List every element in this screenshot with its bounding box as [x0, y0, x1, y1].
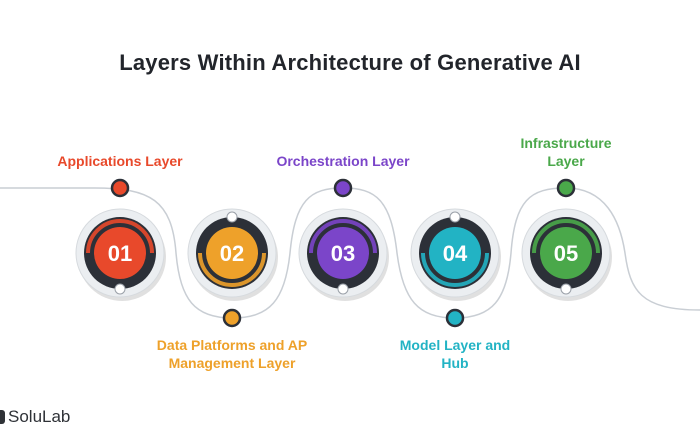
layer-label-02: Data Platforms and AP Management Layer: [112, 336, 352, 372]
label-line: Layer: [547, 153, 585, 169]
inner-circle: [206, 227, 258, 279]
label-line: Model Layer and: [399, 337, 511, 353]
marker-dot: [445, 308, 465, 328]
layer-node-01: 01: [75, 208, 166, 301]
layer-label-01: Applications Layer: [0, 152, 240, 170]
color-arc: [309, 219, 377, 254]
wave-line: [0, 187, 700, 319]
marker-dot: [556, 178, 576, 198]
ring-dot: [226, 211, 238, 223]
color-arc: [421, 252, 489, 287]
layer-node-05: 05: [521, 208, 612, 301]
inner-circle: [429, 227, 481, 279]
layer-node-04: 04: [410, 208, 501, 301]
marker-dot: [110, 178, 130, 198]
diagram-title: Layers Within Architecture of Generative…: [119, 50, 581, 75]
layer-number: 03: [331, 241, 355, 266]
layer-number: 01: [108, 241, 132, 266]
layer-node-02: 02: [187, 208, 278, 301]
marker-dot: [333, 178, 353, 198]
inner-circle: [540, 227, 592, 279]
ring-dot: [449, 211, 461, 223]
layer-node-03: 03: [298, 208, 389, 301]
label-line: Hub: [441, 355, 469, 371]
inner-circle: [94, 227, 146, 279]
label-line: Infrastructure: [520, 135, 612, 151]
brand-logo: SoluLab: [0, 406, 70, 428]
connector-wave: [0, 187, 700, 319]
logo-text: SoluLab: [8, 407, 71, 426]
layer-nodes: 01 02 03 04 05: [75, 178, 612, 328]
label-line: Orchestration Layer: [276, 153, 410, 169]
color-arc: [198, 252, 266, 287]
label-line: Data Platforms and AP: [156, 337, 308, 353]
layer-number: 05: [554, 241, 578, 266]
ring-dot: [560, 283, 572, 295]
inner-circle: [317, 227, 369, 279]
color-arc: [86, 219, 154, 254]
label-line: Management Layer: [168, 355, 296, 371]
logo-icon: [0, 410, 5, 424]
layer-number: 04: [443, 241, 468, 266]
ring-dot: [337, 283, 349, 295]
label-line: Applications Layer: [57, 153, 183, 169]
ring-dot: [114, 283, 126, 295]
layer-label-03: Orchestration Layer: [223, 152, 463, 170]
marker-dot: [222, 308, 242, 328]
color-arc: [532, 219, 600, 254]
layer-number: 02: [220, 241, 244, 266]
